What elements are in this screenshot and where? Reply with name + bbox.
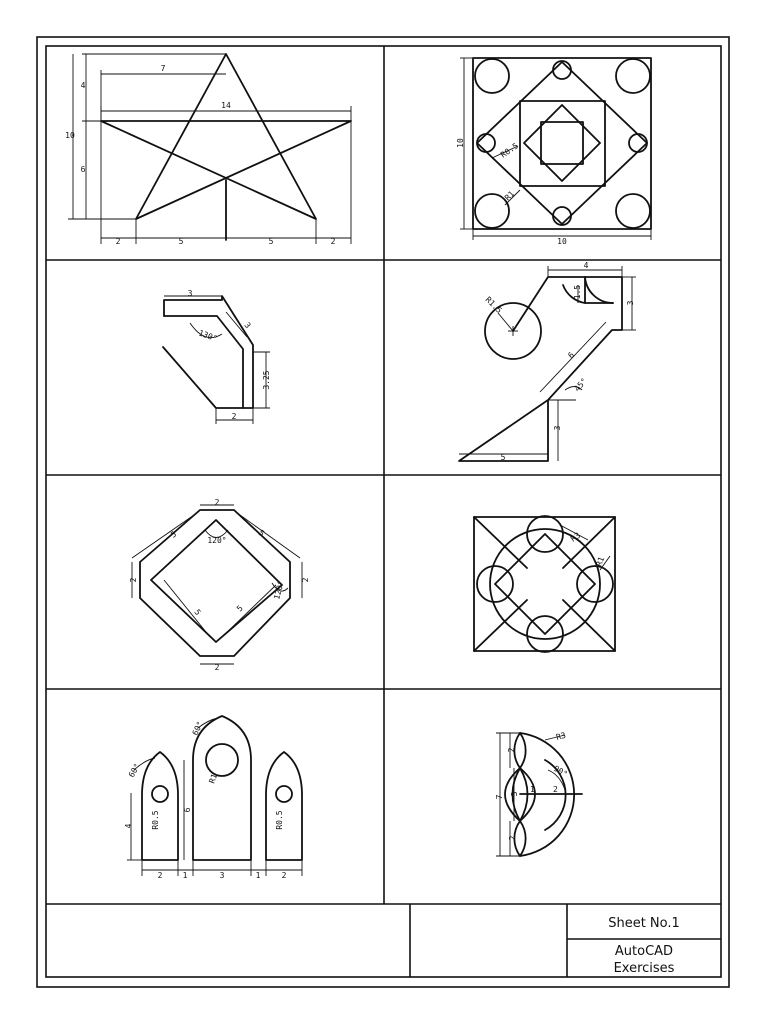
dim-angle-60-left: 60° bbox=[127, 762, 142, 779]
dim-4: 4 bbox=[584, 261, 589, 270]
octagon-drawing: 2 5 5 120° 2 2 5 5 120° 2 bbox=[129, 498, 310, 672]
dim-angle-130: 130° bbox=[197, 328, 218, 343]
dim-r0-5-right: R0.5 bbox=[275, 810, 284, 829]
title-block: Sheet No.1 AutoCAD Exercises bbox=[409, 904, 721, 977]
sheet-number: Sheet No.1 bbox=[608, 916, 680, 931]
dim-r3: R3 bbox=[555, 731, 567, 742]
dim-5-bottom-left: 5 bbox=[192, 608, 202, 617]
dim-3-right: 3 bbox=[626, 300, 635, 305]
dim-r0-5-left: R0.5 bbox=[151, 810, 160, 829]
dim-3: 3 bbox=[510, 791, 519, 796]
dim-2-left: 2 bbox=[116, 237, 121, 246]
dim-5-top-left: 5 bbox=[169, 529, 178, 539]
dim-base-2-right: 2 bbox=[282, 871, 287, 880]
dim-base-1-left: 1 bbox=[183, 871, 188, 880]
dim-3-25: 3.25 bbox=[262, 370, 271, 389]
circles-drawing: R3 R1 bbox=[473, 515, 616, 653]
dim-1: 1 bbox=[530, 785, 535, 794]
dim-10-vertical: 10 bbox=[456, 138, 465, 148]
dim-5-right: 5 bbox=[269, 237, 274, 246]
dim-14: 14 bbox=[221, 101, 231, 110]
dim-7: 7 bbox=[495, 794, 504, 799]
dim-r1: R1 bbox=[207, 772, 219, 784]
dim-6: 6 bbox=[566, 350, 576, 360]
dim-5-left: 5 bbox=[179, 237, 184, 246]
dim-1-5: 1.5 bbox=[573, 285, 582, 300]
dim-r05: R0.5 bbox=[499, 141, 520, 160]
dim-r1-5: R1.5 bbox=[484, 295, 504, 315]
dim-base-1-right: 1 bbox=[256, 871, 261, 880]
dim-3-top: 3 bbox=[188, 289, 193, 298]
dim-2-bottom: 2 bbox=[232, 412, 237, 421]
dim-2-top: 2 bbox=[507, 747, 516, 752]
dim-base-2-left: 2 bbox=[158, 871, 163, 880]
dim-angle-45: 45° bbox=[573, 376, 589, 393]
dim-6: 6 bbox=[81, 165, 86, 174]
dim-5-top-right: 5 bbox=[257, 528, 266, 538]
arches-drawing: 60° 60° R0.5 R1 R0.5 4 6 2 1 3 1 2 bbox=[124, 715, 303, 880]
dim-4: 4 bbox=[124, 823, 133, 828]
dim-angle-120-right: 120° bbox=[272, 580, 286, 601]
dim-2-left: 2 bbox=[129, 577, 138, 582]
subject-line-1: AutoCAD bbox=[615, 944, 673, 959]
dim-base-3: 3 bbox=[220, 871, 225, 880]
dim-angle-120-top: 120° bbox=[207, 536, 226, 545]
dim-6: 6 bbox=[183, 807, 192, 812]
dim-2-bottom: 2 bbox=[215, 663, 220, 672]
lens-drawing: R3 90° 7 2 3 2 1 2 bbox=[495, 731, 583, 857]
grid-lines bbox=[46, 46, 721, 905]
dim-2-right: 2 bbox=[301, 577, 310, 582]
dim-r1: R1 bbox=[594, 555, 606, 567]
square-drawing: 10 10 R0.5 R1 bbox=[456, 57, 652, 246]
dim-2-bottom: 2 bbox=[508, 835, 517, 840]
subject-line-2: Exercises bbox=[614, 961, 675, 976]
dim-5-bottom-right: 5 bbox=[235, 604, 245, 614]
dim-2-top: 2 bbox=[215, 498, 220, 507]
dim-3-bottom: 3 bbox=[553, 425, 562, 430]
star-drawing: 14 7 4 10 6 2 5 5 2 bbox=[65, 53, 352, 246]
dim-10-horizontal: 10 bbox=[557, 237, 567, 246]
dim-3-slant: 3 bbox=[242, 321, 252, 330]
hook-drawing: 4 1.5 R1.5 3 6 45° 3 5 bbox=[458, 261, 636, 462]
dim-4: 4 bbox=[81, 81, 86, 90]
bracket-drawing: 3 3 130° 3.25 2 bbox=[162, 289, 271, 424]
dim-2-horizontal: 2 bbox=[553, 785, 558, 794]
outer-frame bbox=[36, 36, 730, 988]
dim-7: 7 bbox=[161, 64, 166, 73]
dim-2-right: 2 bbox=[331, 237, 336, 246]
dim-5: 5 bbox=[501, 453, 506, 462]
dim-10: 10 bbox=[65, 131, 75, 140]
